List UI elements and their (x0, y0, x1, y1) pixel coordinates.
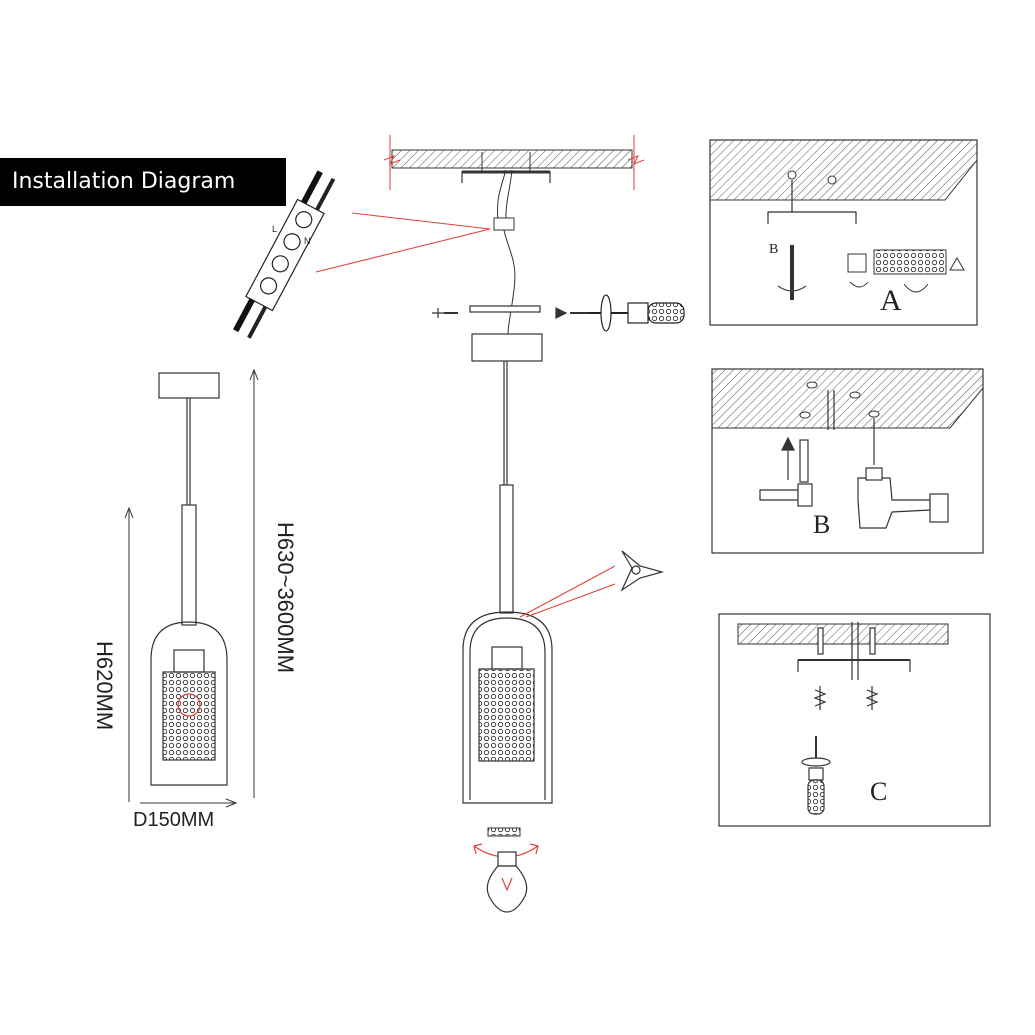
total-height-label: H630~3600MM (273, 522, 298, 673)
mounting-bracket (461, 170, 551, 183)
mesh-cage (478, 646, 535, 762)
suspension-rod (499, 361, 514, 614)
step-b-panel: B (711, 368, 984, 554)
light-bulb-icon (486, 851, 528, 913)
canopy (471, 333, 543, 362)
glass-shade (462, 611, 553, 804)
lamp-socket-ring (487, 827, 521, 837)
wiring-connector: L N (233, 170, 336, 339)
step-b-label: B (813, 510, 830, 539)
junction-wires (493, 169, 516, 335)
cage-clip-icon (620, 550, 665, 592)
screws-row (432, 305, 588, 319)
shade-height-label: H620MM (92, 641, 117, 730)
clip-pointer-lines (519, 565, 616, 618)
step-a-label: A (880, 284, 902, 317)
step-a-panel: B A (709, 139, 978, 326)
step-a-b-label: B (769, 242, 778, 257)
dimension-arrows (124, 368, 259, 808)
diameter-label: D150MM (133, 809, 214, 831)
wiring-label-l: L (272, 224, 277, 234)
screwdriver-icon (588, 294, 685, 332)
dimension-drawing (150, 372, 228, 786)
connector-pointer-lines (315, 212, 491, 273)
ceiling-section (383, 135, 645, 190)
diagram-title: Installation Diagram (0, 158, 286, 206)
wiring-label-n: N (304, 236, 311, 246)
step-c-label: C (870, 777, 887, 806)
step-c-panel: C (718, 613, 991, 827)
